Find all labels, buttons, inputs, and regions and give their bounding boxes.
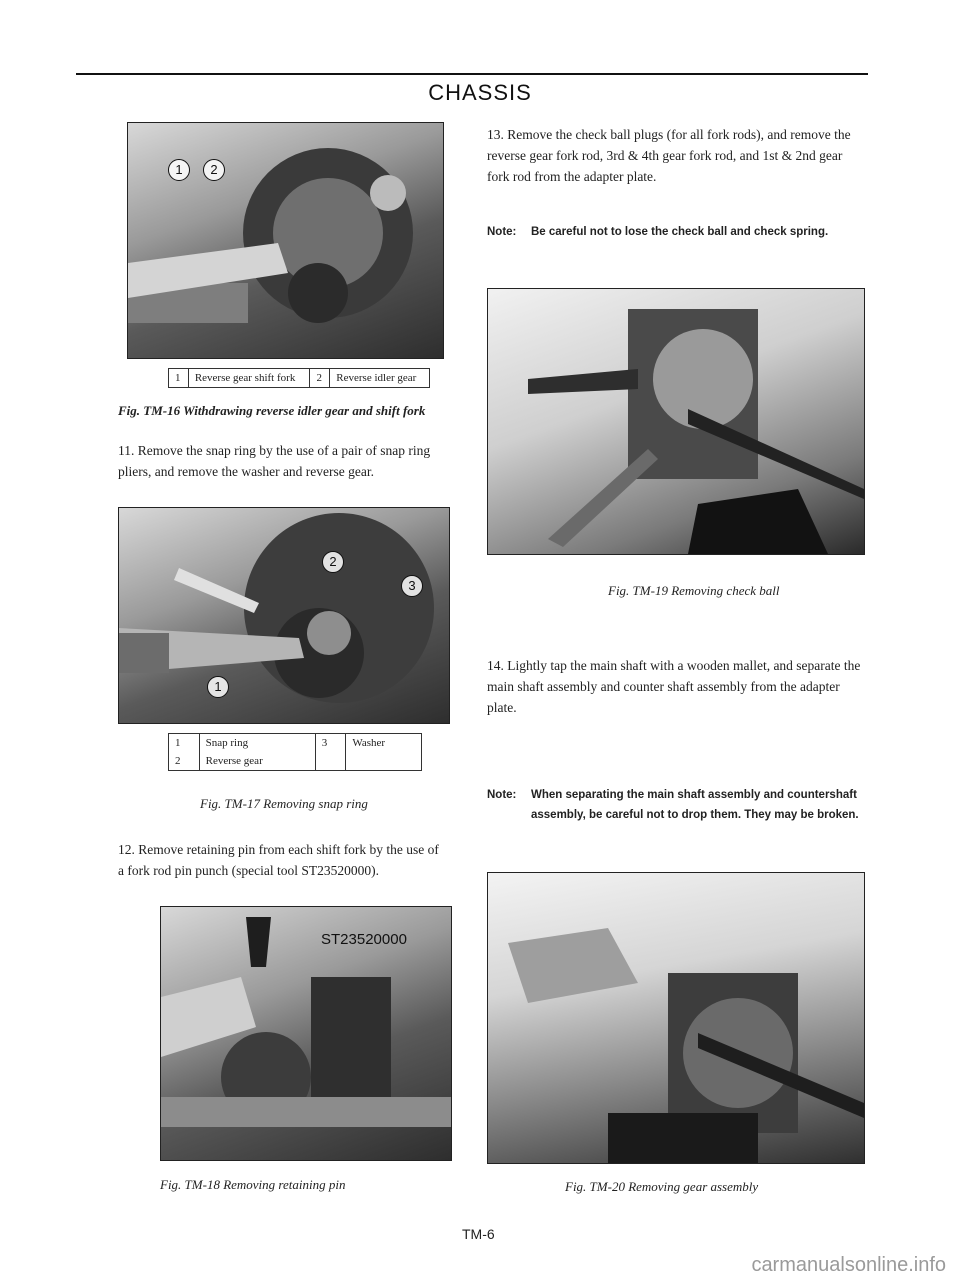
legend-fig-tm16: 1 Reverse gear shift fork 2 Reverse idle… [168,368,430,388]
callout-2: 2 [203,159,225,181]
legend-label: Reverse gear shift fork [187,368,311,388]
callout-2: 2 [322,551,344,573]
legend-empty [345,752,422,771]
photo-fig-tm19 [487,288,865,555]
photo-fig-tm17: 1 2 3 [118,507,450,724]
caption-fig-tm16: Fig. TM-16 Withdrawing reverse idler gea… [118,403,426,418]
note-check-ball: Note: Be careful not to lose the check b… [487,222,867,267]
note-text: When separating the main shaft assembly … [531,789,859,821]
note-separating: Note: When separating the main shaft ass… [487,785,867,850]
legend-fig-tm17: 1 Snap ring 3 Washer 2 Reverse gear [168,733,422,771]
callout-3: 3 [401,575,423,597]
step-11-text: 11. Remove the snap ring by the use of a… [118,443,431,479]
photo-fig-tm20 [487,872,865,1164]
legend-num: 1 [168,368,189,388]
legend-label: Reverse idler gear [329,368,430,388]
note-label: Note: [487,789,517,801]
callout-1: 1 [168,159,190,181]
legend-label: Snap ring [198,733,316,752]
header-rule [76,73,868,75]
note-text: Be careful not to lose the check ball an… [531,226,829,238]
legend-empty [314,752,347,771]
legend-label: Reverse gear [198,752,316,771]
note-label: Note: [487,226,517,238]
page-number: TM-6 [462,1226,495,1242]
caption-fig-tm20: Fig. TM-20 Removing gear assembly [565,1179,759,1194]
step-12-text: 12. Remove retaining pin from each shift… [118,842,439,878]
legend-label: Washer [345,733,422,752]
caption-fig-tm18: Fig. TM-18 Removing retaining pin [160,1177,346,1192]
legend-num: 2 [309,368,331,388]
legend-num: 2 [168,752,200,771]
caption-fig-tm19: Fig. TM-19 Removing check ball [608,583,780,598]
legend-num: 3 [314,733,347,752]
page-title: CHASSIS [428,80,532,105]
step-13-text: 13. Remove the check ball plugs (for all… [487,127,851,184]
watermark: carmanualsonline.info [751,1254,946,1276]
tool-label-st23520000: ST23520000 [321,931,407,948]
callout-1: 1 [207,676,229,698]
legend-num: 1 [168,733,200,752]
photo-fig-tm18: ST23520000 [160,906,452,1161]
caption-fig-tm17: Fig. TM-17 Removing snap ring [200,796,368,811]
step-14-text: 14. Lightly tap the main shaft with a wo… [487,658,861,715]
photo-fig-tm16: 1 2 [127,122,444,359]
